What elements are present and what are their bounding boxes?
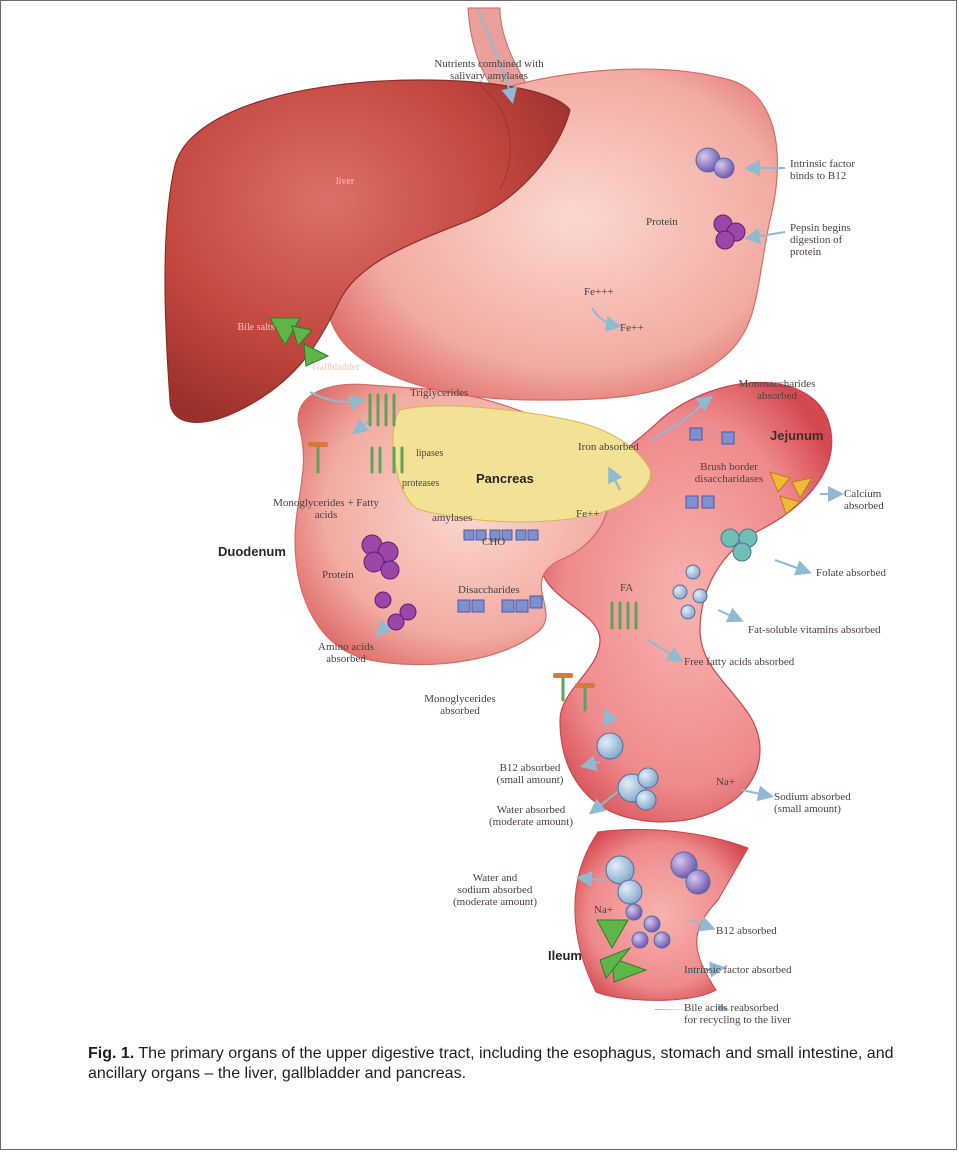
label-bile-salts: Bile salts <box>226 322 286 334</box>
label-free-fatty-acids: Free fatty acids absorbed <box>684 656 854 668</box>
label-pancreas: Pancreas <box>476 473 566 485</box>
label-amylases: amylases <box>432 512 502 524</box>
label-protein-stomach: Protein <box>646 216 706 228</box>
label-b12-ileum: B12 absorbed <box>716 925 836 937</box>
label-water-moderate: Water absorbed (moderate amount) <box>456 804 606 828</box>
caption-text: The primary organs of the upper digestiv… <box>88 1045 893 1082</box>
label-iron-absorbed: Iron absorbed <box>578 441 688 453</box>
label-triglycerides: Triglycerides <box>410 387 520 399</box>
label-monoglycerides-absorbed: Monoglycerides absorbed <box>400 693 520 717</box>
label-b12-small: B12 absorbed (small amount) <box>470 762 590 786</box>
label-folate: Folate absorbed <box>816 567 936 579</box>
digestive-tract-illustration <box>0 0 959 1010</box>
label-na-jejunum: Na+ <box>716 776 756 788</box>
label-fe3: Fe+++ <box>584 286 634 298</box>
label-na-ileum: Na+ <box>594 904 634 916</box>
label-pepsin: Pepsin begins digestion of protein <box>790 222 900 258</box>
label-liver: liver <box>320 176 370 188</box>
label-lipases: lipases <box>416 448 476 460</box>
label-fa: FA <box>620 582 660 594</box>
label-brush-border: Brush border disaccharidases <box>664 461 794 485</box>
label-nutrients: Nutrients combined with salivary amylase… <box>404 58 574 82</box>
label-intrinsic-factor: Intrinsic factor binds to B12 <box>790 158 910 182</box>
label-protein-duodenum: Protein <box>322 569 382 581</box>
label-proteases: proteases <box>402 478 472 490</box>
label-bile-reabsorbed: Bile acids reabsorbed for recycling to t… <box>684 1002 884 1026</box>
pancreas <box>393 406 651 522</box>
label-monosaccharides: Monosaccharides absorbed <box>712 378 842 402</box>
label-intrinsic-absorbed: Intrinsic factor absorbed <box>684 964 874 976</box>
label-duodenum: Duodenum <box>218 546 318 558</box>
label-cho: CHO <box>482 536 522 548</box>
label-gallbladder: Gallbladder <box>296 362 376 374</box>
label-monoglycerides: Monoglycerides + Fatty acids <box>236 497 416 521</box>
label-calcium: Calcium absorbed <box>844 488 924 512</box>
label-jejunum: Jejunum <box>770 430 860 442</box>
label-disaccharides: Disaccharides <box>458 584 568 596</box>
label-fe2: Fe++ <box>620 322 670 334</box>
label-sodium-small: Sodium absorbed (small amount) <box>774 791 904 815</box>
label-amino-acids: Amino acids absorbed <box>296 641 396 665</box>
label-ileum: Ileum <box>548 950 618 962</box>
label-fe-jejunum: Fe++ <box>576 508 616 520</box>
caption-prefix: Fig. 1. <box>88 1045 134 1062</box>
label-water-sodium: Water and sodium absorbed (moderate amou… <box>430 872 560 908</box>
figure-caption: Fig. 1. The primary organs of the upper … <box>88 1044 908 1084</box>
label-fat-vitamins: Fat-soluble vitamins absorbed <box>748 624 938 636</box>
